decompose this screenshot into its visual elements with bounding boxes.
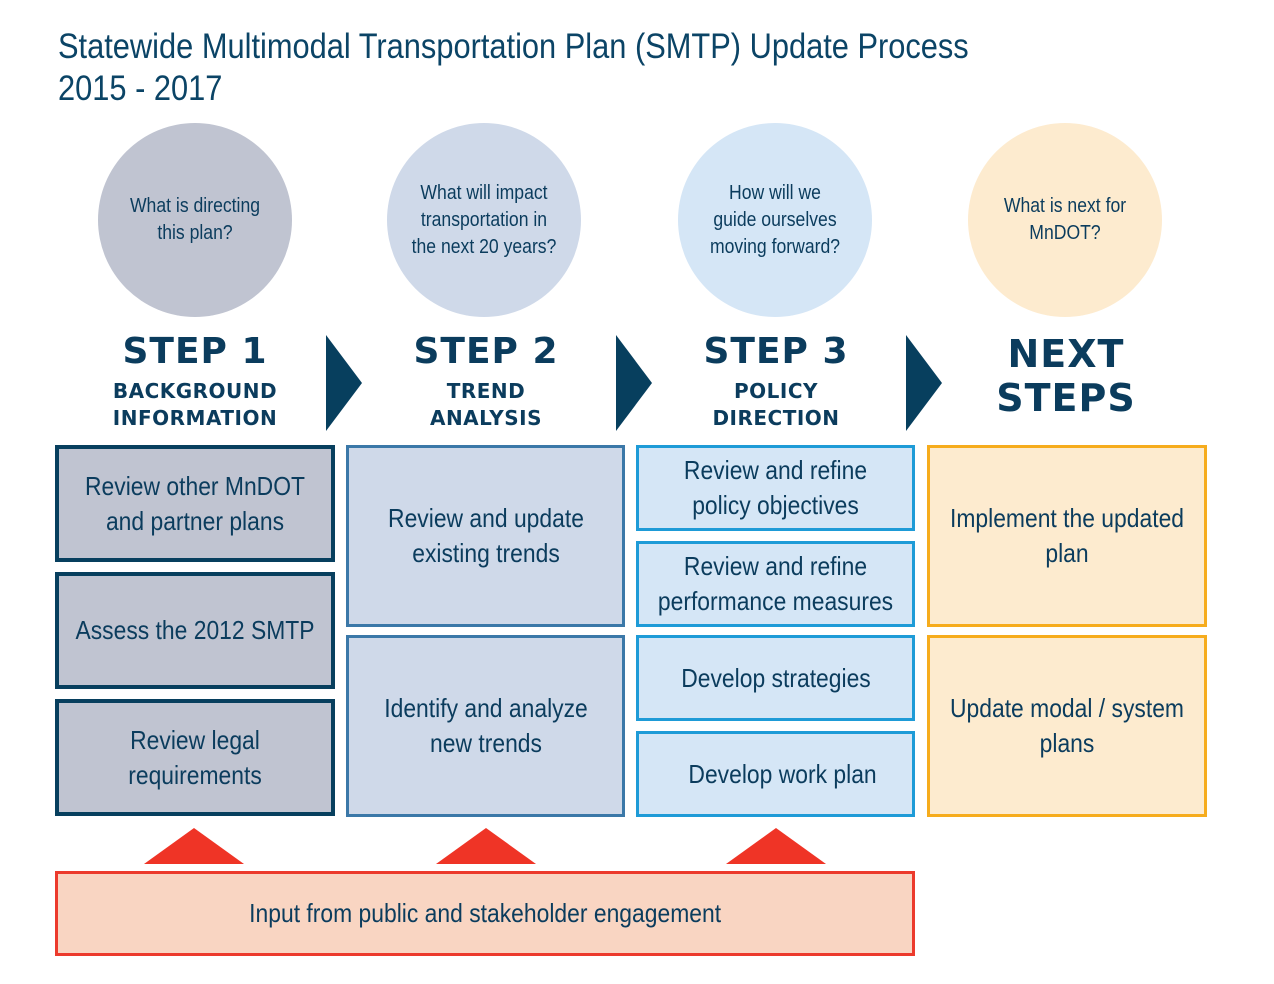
task-text: Review and refine policy objectives: [683, 455, 868, 520]
question-circle-step-3: How will we guide ourselves moving forwa…: [678, 123, 872, 317]
question-circle-step-1: What is directing this plan?: [98, 123, 292, 317]
step-3-task-box: Develop work plan: [636, 731, 915, 817]
up-arrow-icon: [144, 828, 244, 864]
next-steps-label-line-1: NEXT: [1007, 332, 1125, 376]
step-3-heading: STEP 3 POLICY DIRECTION: [636, 332, 916, 432]
task-text: Review and refine performance measures: [657, 551, 894, 616]
task-text: Develop strategies: [680, 662, 871, 693]
step-3-subtitle-line-1: POLICY: [733, 379, 818, 403]
step-1-task-box: Assess the 2012 SMTP: [55, 572, 335, 689]
question-text: What will impact transportation in the n…: [411, 181, 557, 258]
step-2-subtitle-line-2: ANALYSIS: [429, 406, 543, 430]
stakeholder-input-label: Input from public and stakeholder engage…: [249, 898, 721, 928]
question-circle-step-2: What will impact transportation in the n…: [387, 123, 581, 317]
question-text: What is directing this plan?: [129, 195, 261, 244]
task-text: Review legal requirements: [128, 724, 262, 790]
chevron-right-icon: [906, 335, 942, 431]
step-1-task-box: Review legal requirements: [55, 699, 335, 816]
step-1-subtitle-line-1: BACKGROUND: [112, 379, 278, 403]
title-line-2: 2015 - 2017: [58, 69, 223, 108]
step-1-heading: STEP 1 BACKGROUND INFORMATION: [55, 332, 335, 432]
step-3-task-box: Review and refine performance measures: [636, 541, 915, 627]
step-1-label: STEP 1: [122, 331, 268, 372]
step-1-subtitle-line-2: INFORMATION: [112, 406, 278, 430]
step-2-label: STEP 2: [413, 331, 559, 372]
task-text: Implement the updated plan: [949, 503, 1185, 568]
next-steps-task-box: Update modal / system plans: [927, 635, 1207, 817]
task-text: Develop work plan: [688, 758, 877, 789]
diagram-title: Statewide Multimodal Transportation Plan…: [58, 26, 969, 110]
task-text: Update modal / system plans: [950, 693, 1184, 758]
chevron-right-icon: [616, 335, 652, 431]
stakeholder-input-bar: Input from public and stakeholder engage…: [55, 871, 915, 956]
task-text: Assess the 2012 SMTP: [75, 615, 315, 645]
step-2-heading: STEP 2 TREND ANALYSIS: [346, 332, 626, 432]
step-2-task-box: Review and update existing trends: [346, 445, 625, 627]
question-circle-next-steps: What is next for MnDOT?: [968, 123, 1162, 317]
task-text: Review and update existing trends: [387, 503, 584, 568]
step-3-task-box: Review and refine policy objectives: [636, 445, 915, 531]
up-arrow-icon: [436, 828, 536, 864]
up-arrow-icon: [726, 828, 826, 864]
next-steps-label-line-2: STEPS: [996, 376, 1136, 420]
question-text: What is next for MnDOT?: [1003, 195, 1127, 244]
step-3-task-box: Develop strategies: [636, 635, 915, 721]
task-text: Review other MnDOT and partner plans: [85, 470, 305, 536]
question-text: How will we guide ourselves moving forwa…: [709, 181, 841, 258]
chevron-right-icon: [326, 335, 362, 431]
step-2-task-box: Identify and analyze new trends: [346, 635, 625, 817]
task-text: Identify and analyze new trends: [383, 693, 588, 758]
title-line-1: Statewide Multimodal Transportation Plan…: [58, 27, 969, 66]
step-1-task-box: Review other MnDOT and partner plans: [55, 445, 335, 562]
next-steps-task-box: Implement the updated plan: [927, 445, 1207, 627]
step-3-label: STEP 3: [703, 331, 849, 372]
next-steps-heading: NEXT STEPS: [926, 332, 1206, 420]
step-3-subtitle-line-2: DIRECTION: [712, 406, 840, 430]
step-2-subtitle-line-1: TREND: [446, 379, 526, 403]
